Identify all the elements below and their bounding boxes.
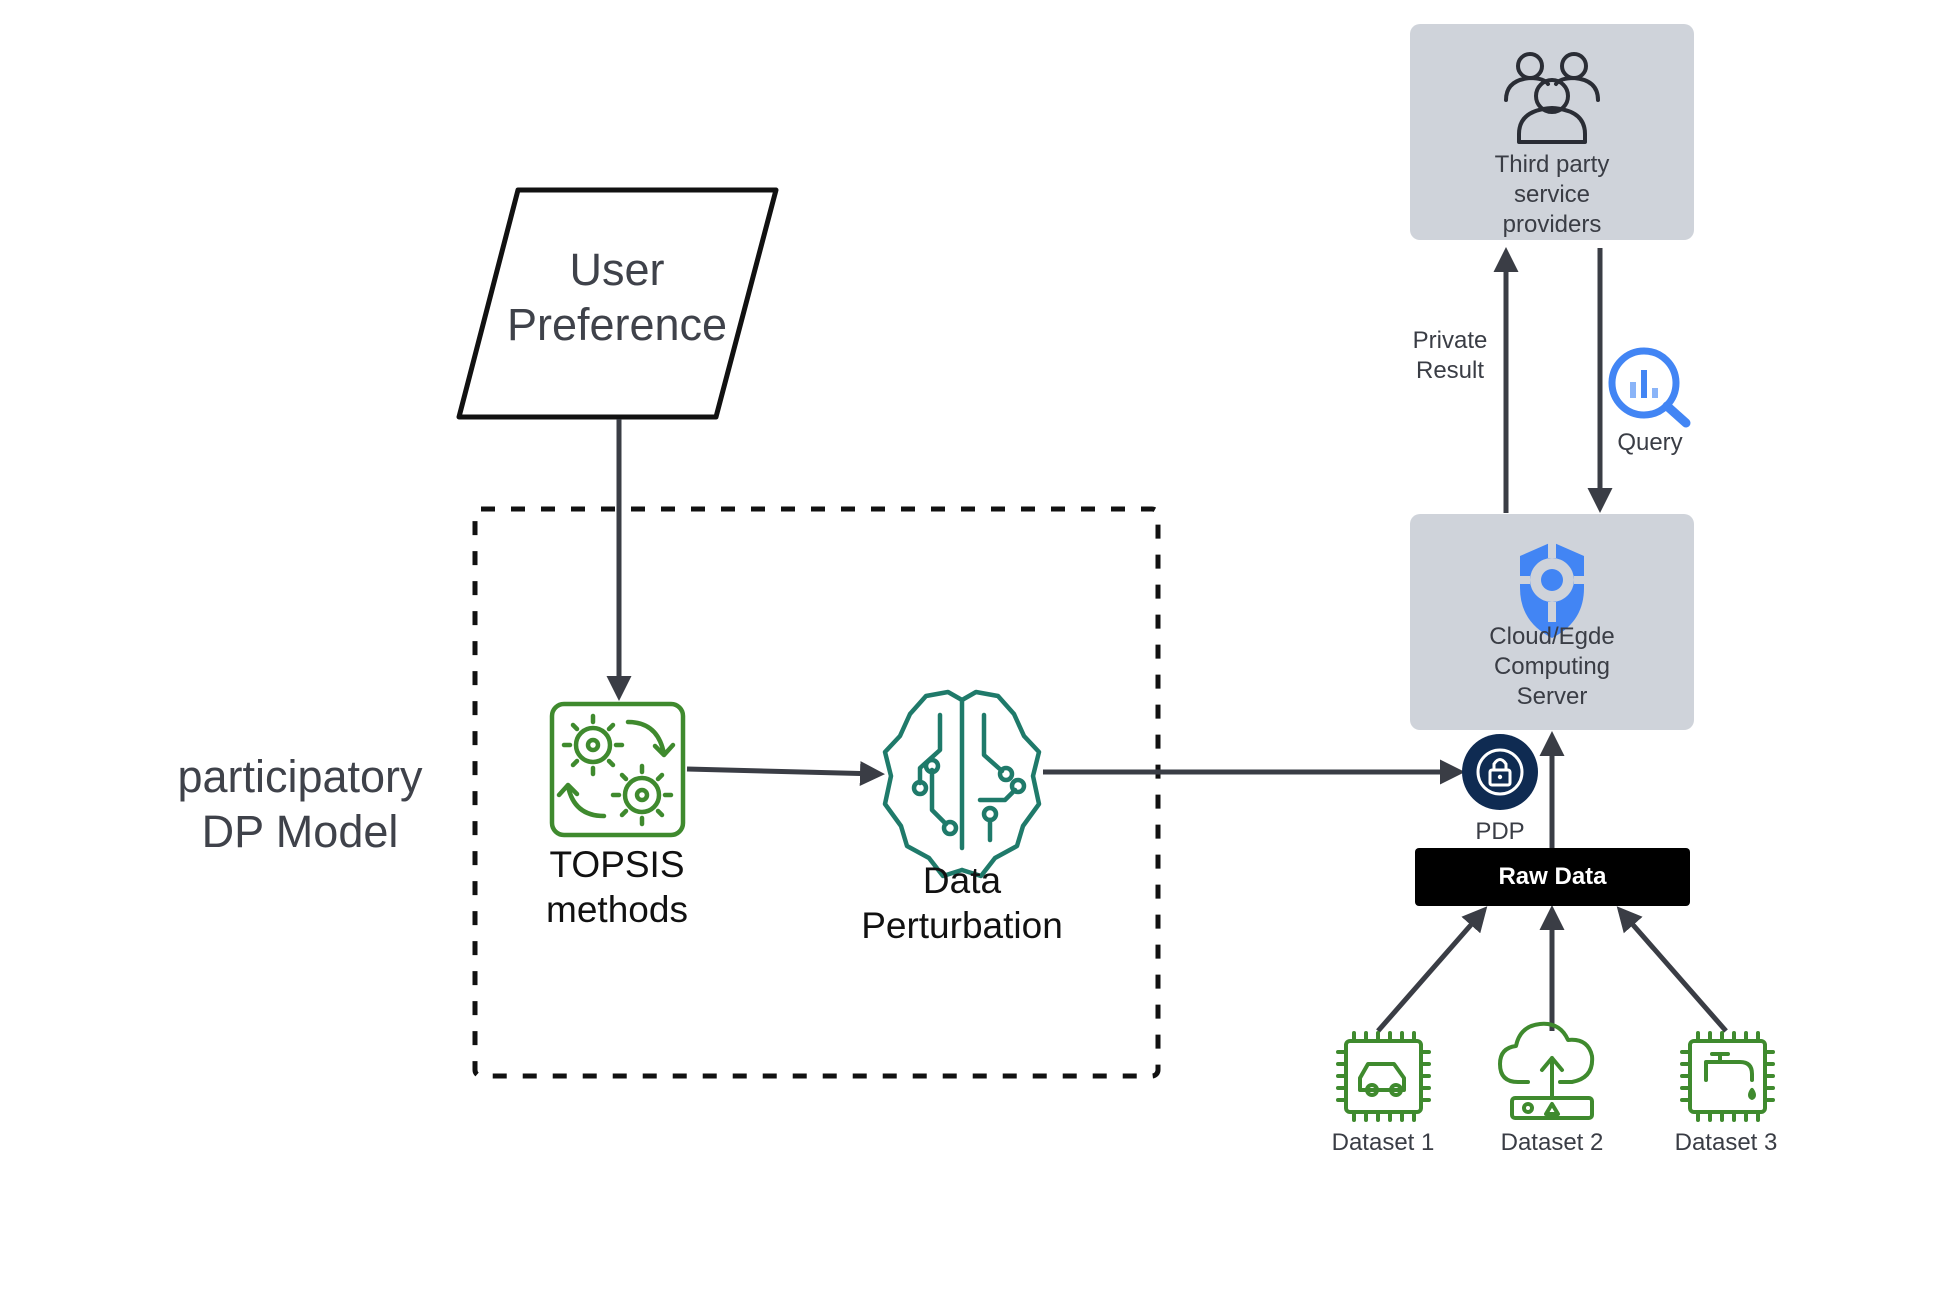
- server-line-2: Computing: [1493, 653, 1611, 680]
- user-preference-line-2: Preference: [506, 298, 728, 350]
- third-party-line-3: providers: [1502, 211, 1602, 238]
- raw-data-box: Raw Data: [1415, 848, 1690, 906]
- dataset-2-label: Dataset 2: [1500, 1129, 1604, 1156]
- dp-model-line-2: DP Model: [201, 805, 399, 857]
- third-party-line-2: service: [1513, 181, 1591, 208]
- topsis-line-2: methods: [546, 889, 688, 931]
- arrow-dataset3-to-rawdata: [1616, 906, 1728, 1033]
- search-analytics-icon: [1608, 347, 1691, 428]
- private-result-label: Private Result: [1390, 326, 1510, 386]
- perturbation-line-2: Perturbation: [861, 905, 1063, 947]
- server-label: Cloud/Egde Computing Server: [1432, 622, 1672, 712]
- user-preference-label: User Preference: [462, 243, 772, 353]
- topsis-label: TOPSIS methods: [517, 842, 717, 932]
- perturbation-label: Data Perturbation: [842, 858, 1082, 948]
- gears-cycle-icon: [549, 701, 686, 838]
- arrow-topsis-to-perturbation: [686, 760, 885, 786]
- users-group-icon: [1504, 52, 1600, 144]
- faucet-chip-icon: [1680, 1031, 1775, 1122]
- third-party-line-1: Third party: [1494, 151, 1610, 178]
- user-preference-line-1: User: [569, 244, 665, 295]
- lock-icon: [1462, 734, 1538, 810]
- third-party-label: Third party service providers: [1432, 150, 1672, 240]
- user-preference-shape: [456, 187, 779, 420]
- shield-icon: [1516, 538, 1588, 638]
- brain-circuit-icon: [882, 689, 1042, 879]
- dp-model-label: participatory DP Model: [150, 750, 450, 860]
- private-result-line-1: Private: [1412, 327, 1488, 354]
- arrow-dataset1-to-rawdata: [1376, 906, 1488, 1033]
- query-label: Query: [1617, 429, 1683, 456]
- dataset-1-label: Dataset 1: [1331, 1129, 1435, 1156]
- dp-model-boundary: [472, 506, 1161, 1079]
- server-line-3: Server: [1516, 683, 1588, 710]
- topsis-line-1: TOPSIS: [549, 844, 685, 885]
- dp-model-line-1: participatory: [177, 751, 423, 802]
- car-chip-icon: [1336, 1031, 1431, 1122]
- dataset-3-label: Dataset 3: [1674, 1129, 1778, 1156]
- server-line-1: Cloud/Egde: [1489, 623, 1615, 650]
- perturbation-line-1: Data: [922, 860, 1002, 901]
- third-party-box: [1410, 24, 1694, 240]
- private-result-line-2: Result: [1415, 357, 1485, 384]
- cloud-upload-device-icon: [1498, 1021, 1595, 1120]
- pdp-label: PDP: [1475, 818, 1525, 845]
